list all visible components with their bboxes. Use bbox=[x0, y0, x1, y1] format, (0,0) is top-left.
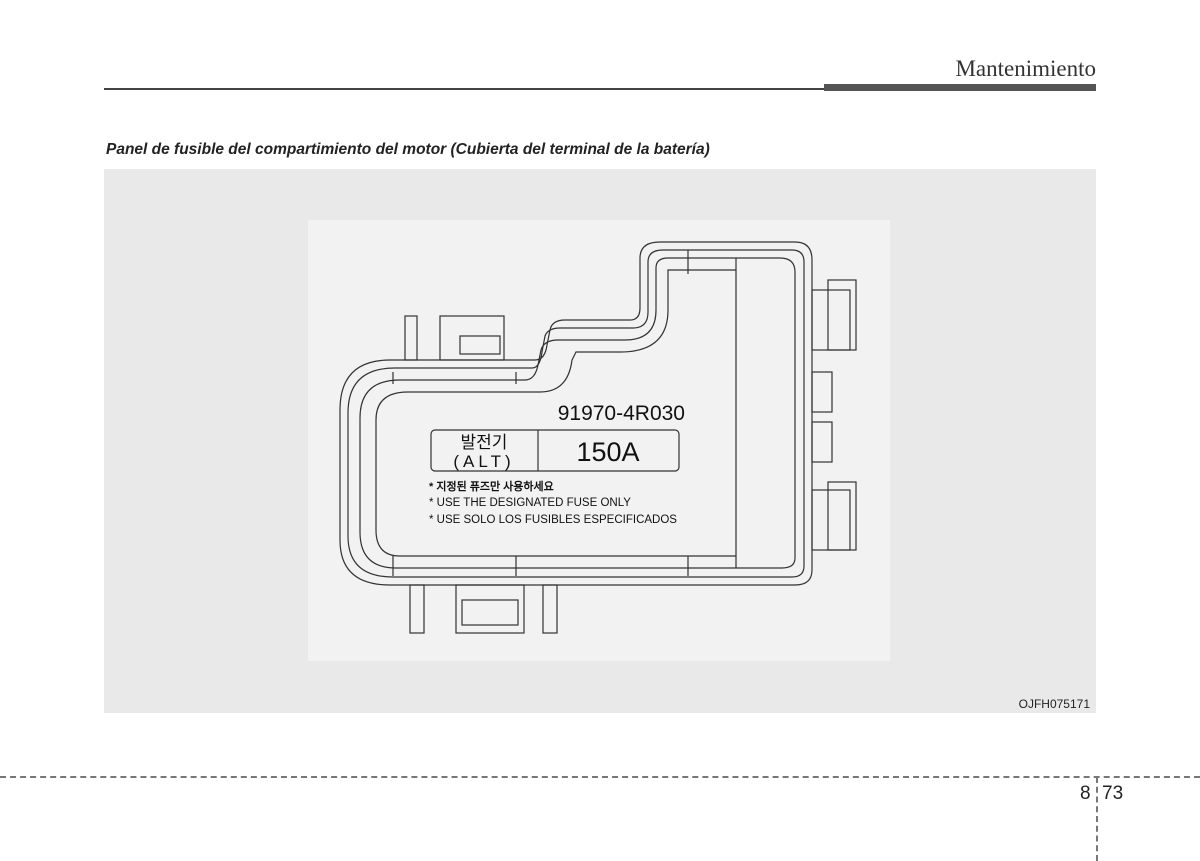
note-spanish: * USE SOLO LOS FUSIBLES ESPECIFICADOS bbox=[429, 514, 677, 526]
header-bar bbox=[824, 84, 1096, 91]
figure-image-area bbox=[308, 220, 890, 661]
header-rule bbox=[104, 88, 826, 90]
image-code: OJFH075171 bbox=[1018, 697, 1090, 711]
figure-caption: Panel de fusible del compartimiento del … bbox=[106, 141, 710, 158]
part-number: 91970-4R030 bbox=[558, 402, 685, 425]
fuse-label-korean: 발전기 bbox=[461, 433, 508, 452]
footer-divider bbox=[0, 776, 1200, 778]
fuse-rating: 150A bbox=[576, 437, 639, 467]
fuse-cover-illustration: 91970-4R030 발전기 (ALT) 150A * 지정된 퓨즈만 사용하… bbox=[339, 241, 857, 634]
footer-page-divider bbox=[1096, 777, 1098, 861]
figure-panel: 91970-4R030 발전기 (ALT) 150A * 지정된 퓨즈만 사용하… bbox=[104, 169, 1096, 713]
fuse-label: (ALT) bbox=[453, 452, 514, 471]
section-number: 8 bbox=[1080, 783, 1091, 804]
note-english: * USE THE DESIGNATED FUSE ONLY bbox=[429, 497, 631, 509]
note-korean: * 지정된 퓨즈만 사용하세요 bbox=[429, 479, 554, 493]
page-number: 73 bbox=[1102, 783, 1124, 804]
section-title: Mantenimiento bbox=[955, 56, 1096, 81]
